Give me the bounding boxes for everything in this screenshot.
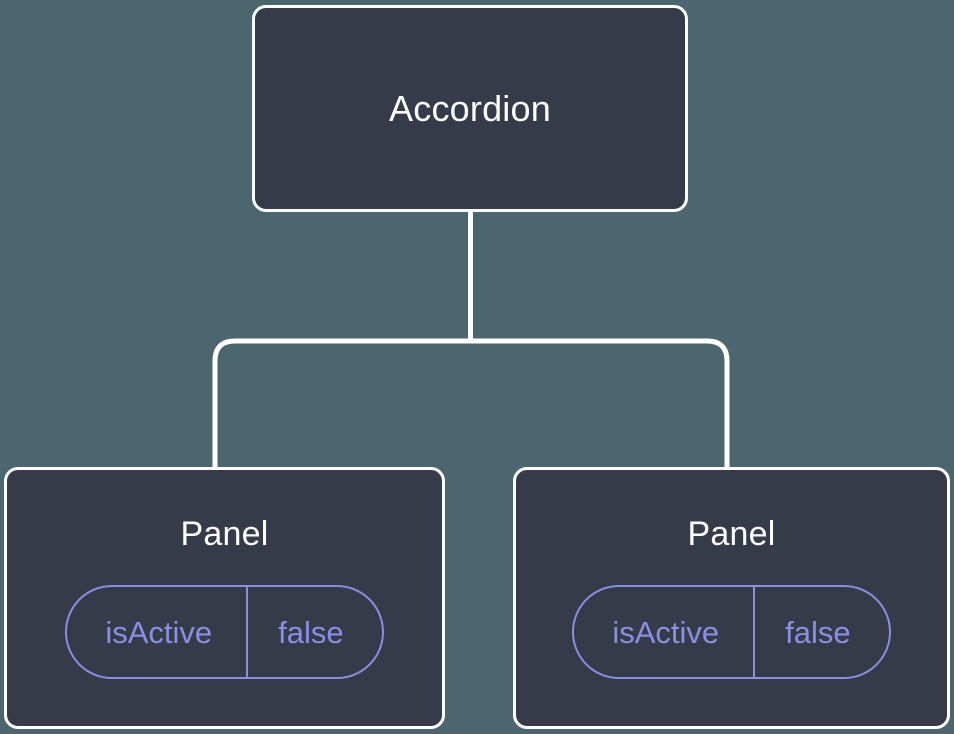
- edge-branch-right: [470, 338, 730, 470]
- tree-node-accordion[interactable]: Accordion: [252, 5, 688, 212]
- prop-key: isActive: [612, 614, 720, 650]
- prop-key: isActive: [105, 614, 213, 650]
- node-title: Accordion: [389, 87, 551, 129]
- tree-node-panel-1[interactable]: Panel isActive false: [4, 467, 445, 729]
- prop-value: false: [753, 587, 888, 677]
- prop-pill-isactive[interactable]: isActive false: [65, 585, 384, 679]
- node-title: Panel: [687, 515, 776, 553]
- prop-value: false: [246, 587, 381, 677]
- prop-pill-isactive[interactable]: isActive false: [572, 585, 891, 679]
- edge-branch-left: [212, 338, 471, 470]
- node-title: Panel: [180, 515, 269, 553]
- tree-node-panel-2[interactable]: Panel isActive false: [513, 467, 950, 729]
